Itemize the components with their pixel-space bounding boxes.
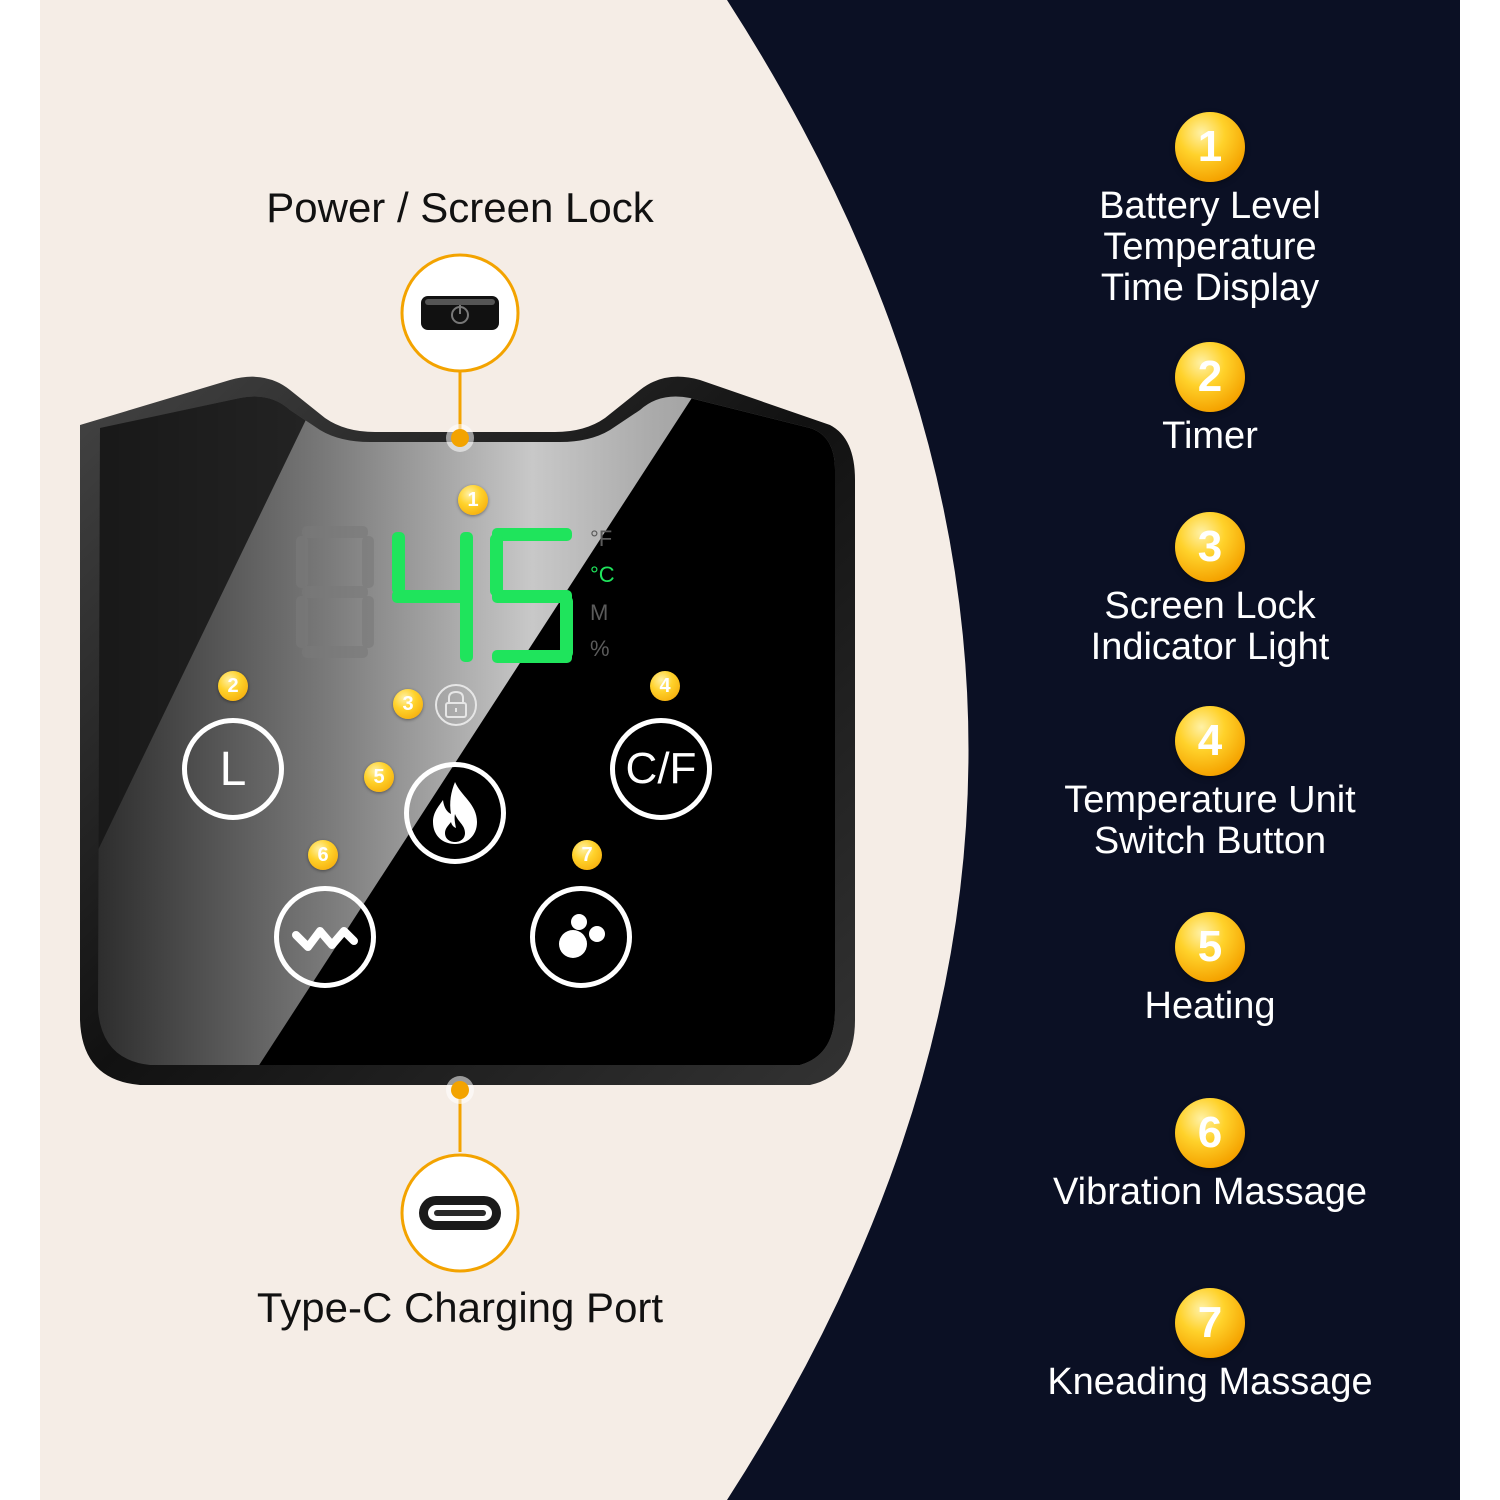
heating-button[interactable]: [404, 762, 506, 864]
legend-line: Heating: [1144, 985, 1276, 1027]
legend-line: Screen Lock: [1104, 585, 1316, 627]
type-c-charging-port-label: Type-C Charging Port: [256, 1284, 664, 1331]
lock-icon: [435, 684, 477, 726]
device-badge-1: 1: [458, 485, 488, 515]
unit-celsius: °C: [590, 562, 615, 587]
device-badge-5: 5: [364, 762, 394, 792]
legend-line: Temperature: [1103, 226, 1317, 268]
digit-5: [490, 528, 573, 663]
legend-badge-5: 5: [1175, 912, 1245, 982]
dark-background: [727, 0, 1460, 1500]
timer-button-label: L: [219, 742, 247, 796]
legend-line: Time Display: [1100, 267, 1320, 309]
legend-line: Vibration Massage: [1052, 1171, 1368, 1213]
kneading-dots-icon: [559, 914, 605, 958]
legend-line: Battery Level: [1099, 185, 1321, 227]
wave-icon: [292, 927, 358, 951]
power-screen-lock-label: Power / Screen Lock: [266, 184, 654, 231]
legend-badge-2: 2: [1175, 342, 1245, 412]
unit-switch-button-label: C/F: [625, 744, 697, 793]
kneading-button[interactable]: [530, 886, 632, 988]
device-badge-3: 3: [393, 689, 423, 719]
control-panel-device: [80, 376, 855, 1086]
legend-badge-3: 3: [1175, 512, 1245, 582]
legend-badge-1: 1: [1175, 112, 1245, 182]
device-badge-4: 4: [650, 671, 680, 701]
legend-item-6: 6 Vibration Massage: [1010, 1098, 1410, 1213]
legend-item-7: 7 Kneading Massage: [1010, 1288, 1410, 1403]
inactive-digit: [296, 526, 374, 658]
power-icon[interactable]: [395, 248, 525, 378]
device-badge-6: 6: [308, 840, 338, 870]
bottom-callout-dot: [451, 1081, 469, 1099]
unit-percent: %: [590, 636, 610, 661]
legend-item-2: 2 Timer: [1010, 342, 1410, 457]
legend-line: Switch Button: [1093, 820, 1327, 862]
legend-item-1: 1 Battery Level Temperature Time Display: [1010, 112, 1410, 309]
legend-badge-7: 7: [1175, 1288, 1245, 1358]
legend-item-4: 4 Temperature Unit Switch Button: [1010, 706, 1410, 862]
device-badge-2: 2: [218, 671, 248, 701]
legend-line: Indicator Light: [1090, 626, 1330, 668]
legend-badge-4: 4: [1175, 706, 1245, 776]
vibration-button[interactable]: [274, 886, 376, 988]
top-callout-dot: [451, 429, 469, 447]
device-badge-7: 7: [572, 840, 602, 870]
digit-4: [392, 532, 473, 662]
legend-line: Temperature Unit: [1064, 779, 1356, 821]
legend-item-3: 3 Screen Lock Indicator Light: [1010, 512, 1410, 668]
flame-icon: [433, 782, 477, 844]
unit-fahrenheit: °F: [590, 526, 613, 551]
unit-switch-button[interactable]: C/F: [610, 718, 712, 820]
usb-c-port-icon[interactable]: [395, 1148, 525, 1278]
legend-line: Kneading Massage: [1047, 1361, 1373, 1403]
unit-minutes: M: [590, 600, 609, 625]
legend-line: Timer: [1162, 415, 1258, 457]
temperature-display: [296, 526, 573, 663]
legend-badge-6: 6: [1175, 1098, 1245, 1168]
legend-item-5: 5 Heating: [1010, 912, 1410, 1027]
timer-button[interactable]: L: [182, 718, 284, 820]
